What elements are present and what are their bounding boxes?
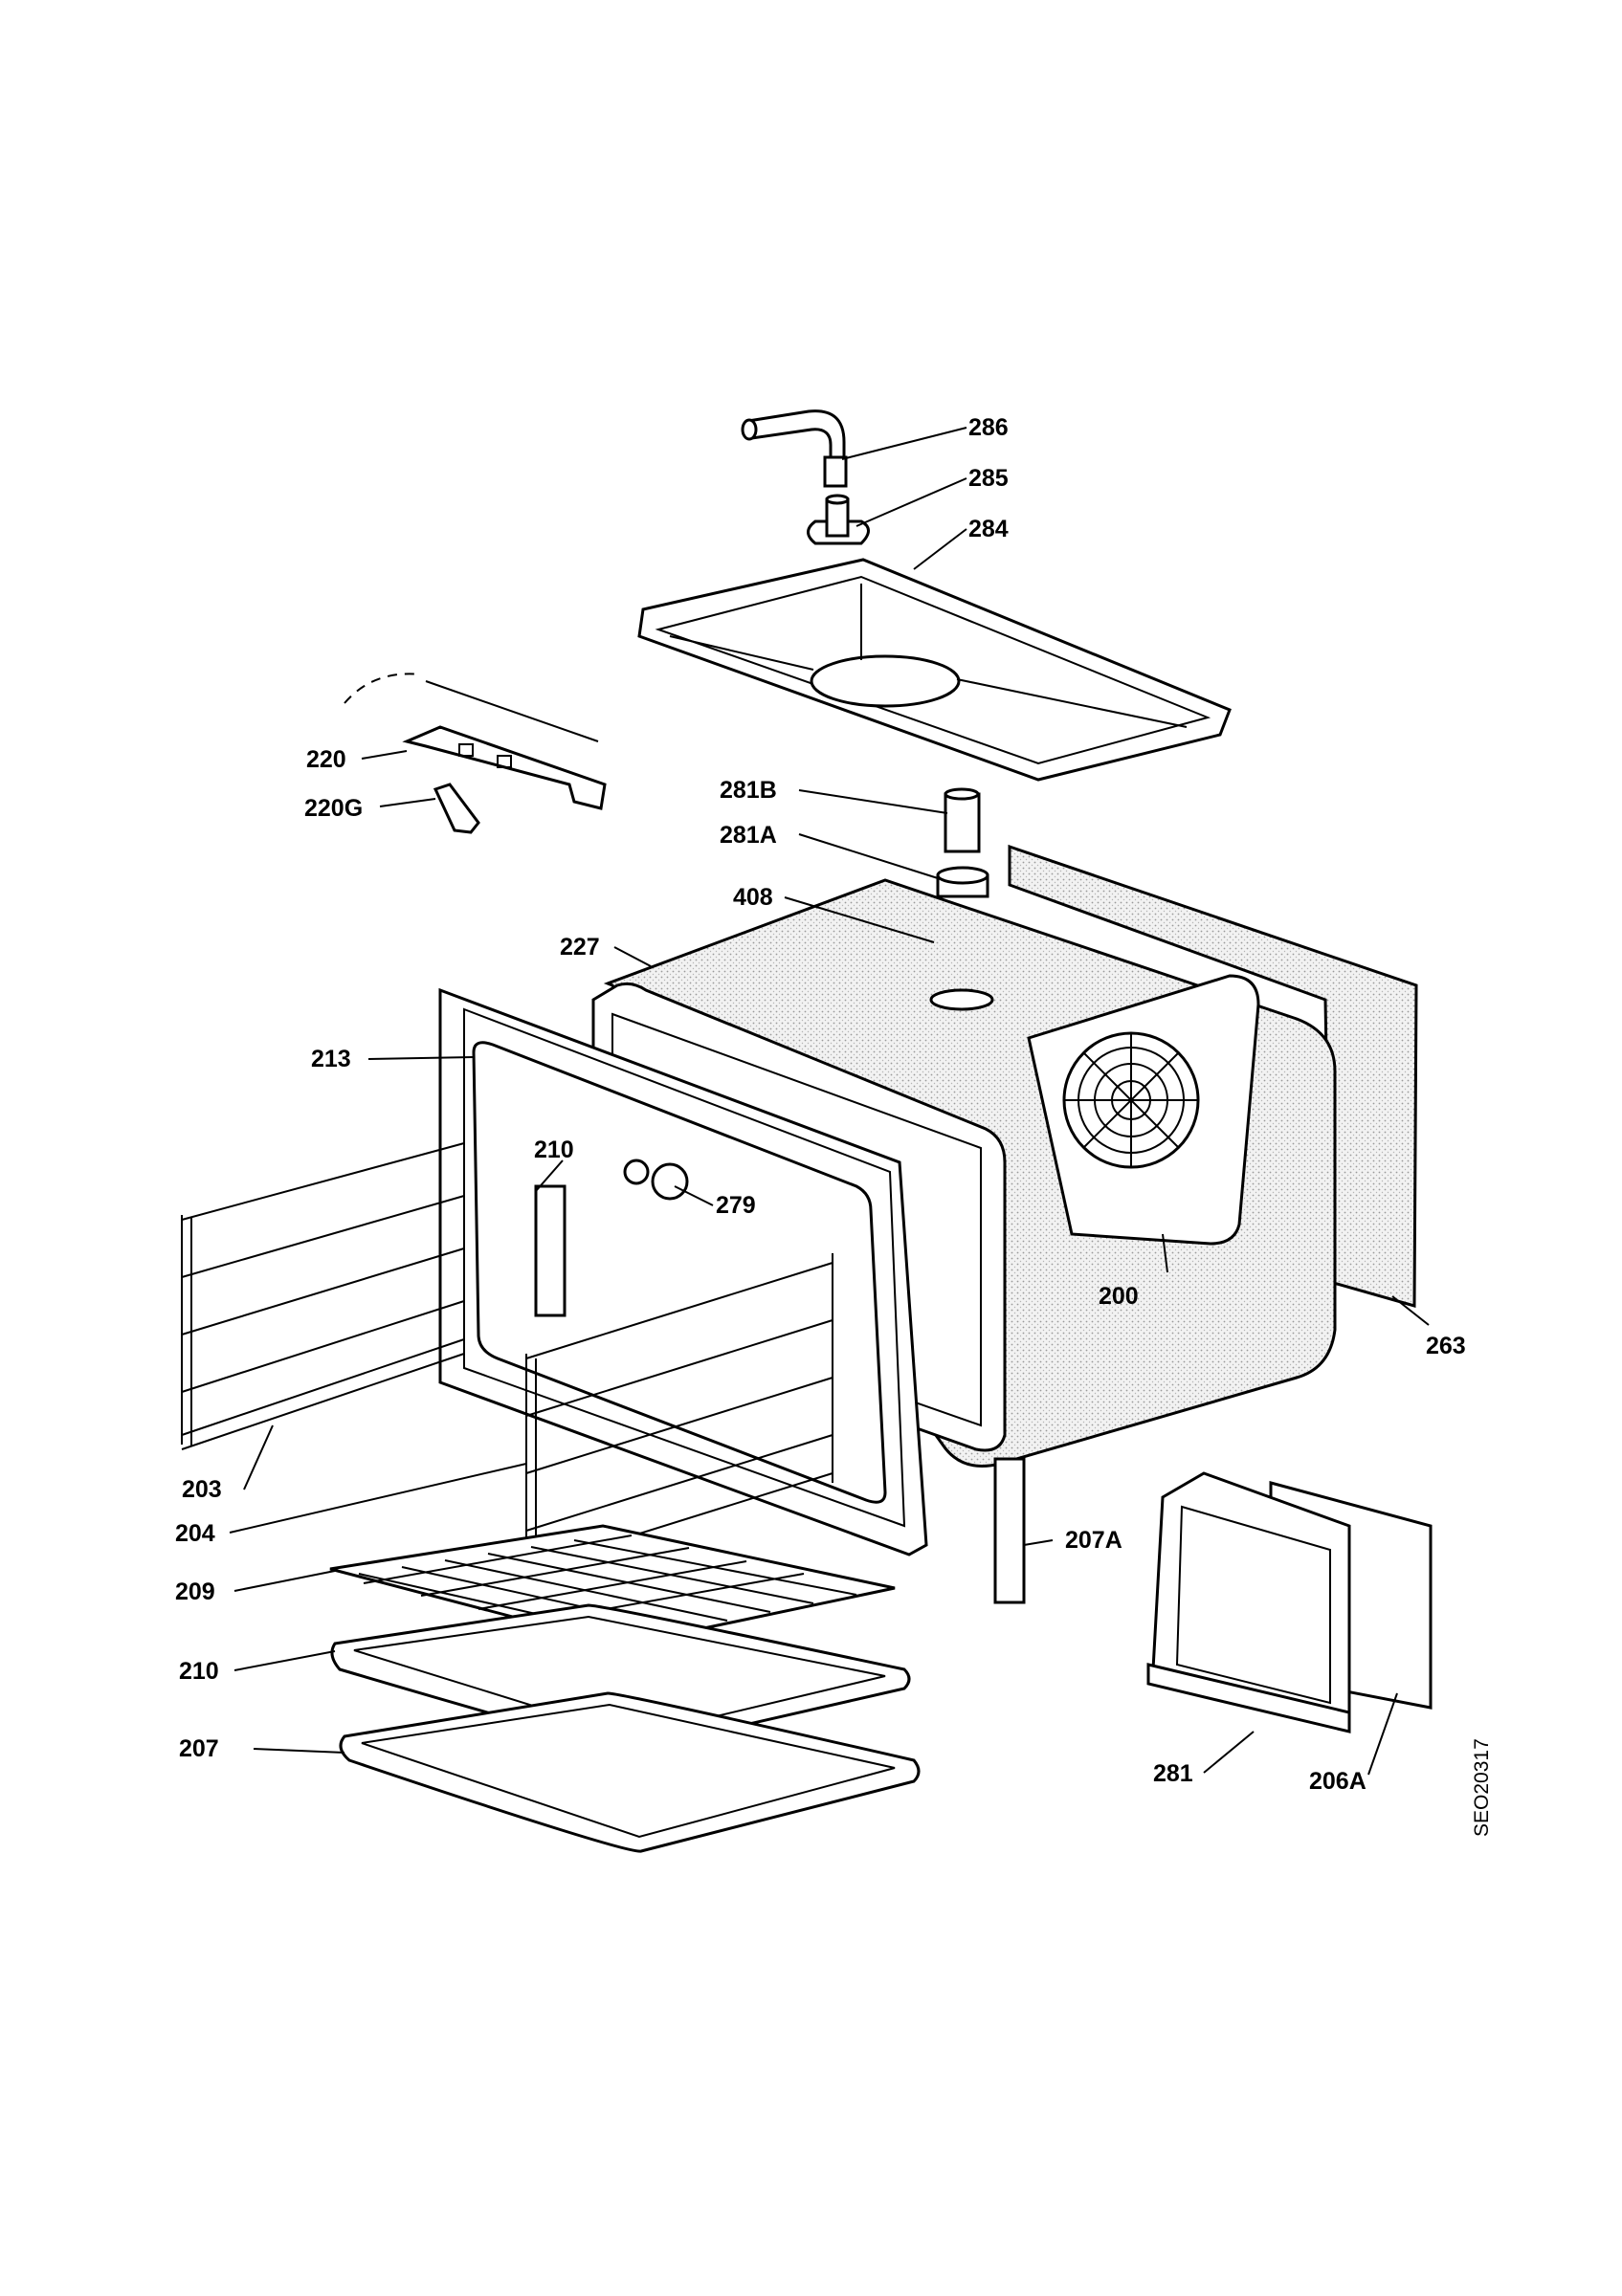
part-286-steam-tube [741,409,848,488]
part-209-wire-shelf [329,1524,896,1647]
callout-285: 285 [968,465,1009,492]
callout-210-upper: 210 [534,1137,574,1163]
callout-204: 204 [175,1520,215,1547]
callout-227: 227 [560,934,600,960]
callout-207: 210 [179,1658,219,1685]
part-281B-lamp-cover [944,787,981,853]
drawing-code: SEO20317 [1471,1738,1493,1837]
callout-281: 281 [1153,1760,1193,1787]
callout-284: 284 [968,516,1009,542]
part-200-fan-assembly [1027,974,1260,1246]
callout-220G: 220G [304,795,363,822]
callout-281A: 281A [720,822,777,849]
part-204-side-rack-right [525,1253,833,1578]
callout-279: 279 [716,1192,756,1219]
part-281A-lamp-holder [936,866,989,898]
callout-286: 286 [968,414,1009,441]
callout-281B: 281B [720,777,777,804]
part-207A-tray-frame [339,1691,921,1853]
callout-207A: 207 [179,1735,219,1762]
callout-213: 213 [311,1046,351,1072]
part-203-side-rack-left [181,1138,465,1450]
part-284-top-cover-plate [637,558,1232,782]
part-220G-clip [433,783,480,834]
callout-408: 408 [733,884,773,911]
part-279-screw [623,1159,689,1201]
part-210-hinge-upper [534,1184,567,1317]
callout-210-lower: 207A [1065,1527,1122,1554]
part-285-flange [807,494,870,545]
part-220-bracket [344,673,607,810]
callout-203: 203 [182,1476,222,1503]
callout-220: 220 [306,746,346,773]
callout-200: 200 [1099,1283,1139,1310]
callout-209: 209 [175,1578,215,1605]
leader-lines [229,427,1430,1776]
part-281-206A-filter-box [1146,1471,1433,1733]
callout-263: 263 [1426,1333,1466,1359]
callout-labels: 286 285 284 220 220G 281B 281A 408 227 2… [175,414,1466,1795]
part-210-hinge-lower [993,1457,1026,1604]
part-213-door-frame [438,987,928,1556]
callout-206A: 206A [1309,1768,1366,1795]
